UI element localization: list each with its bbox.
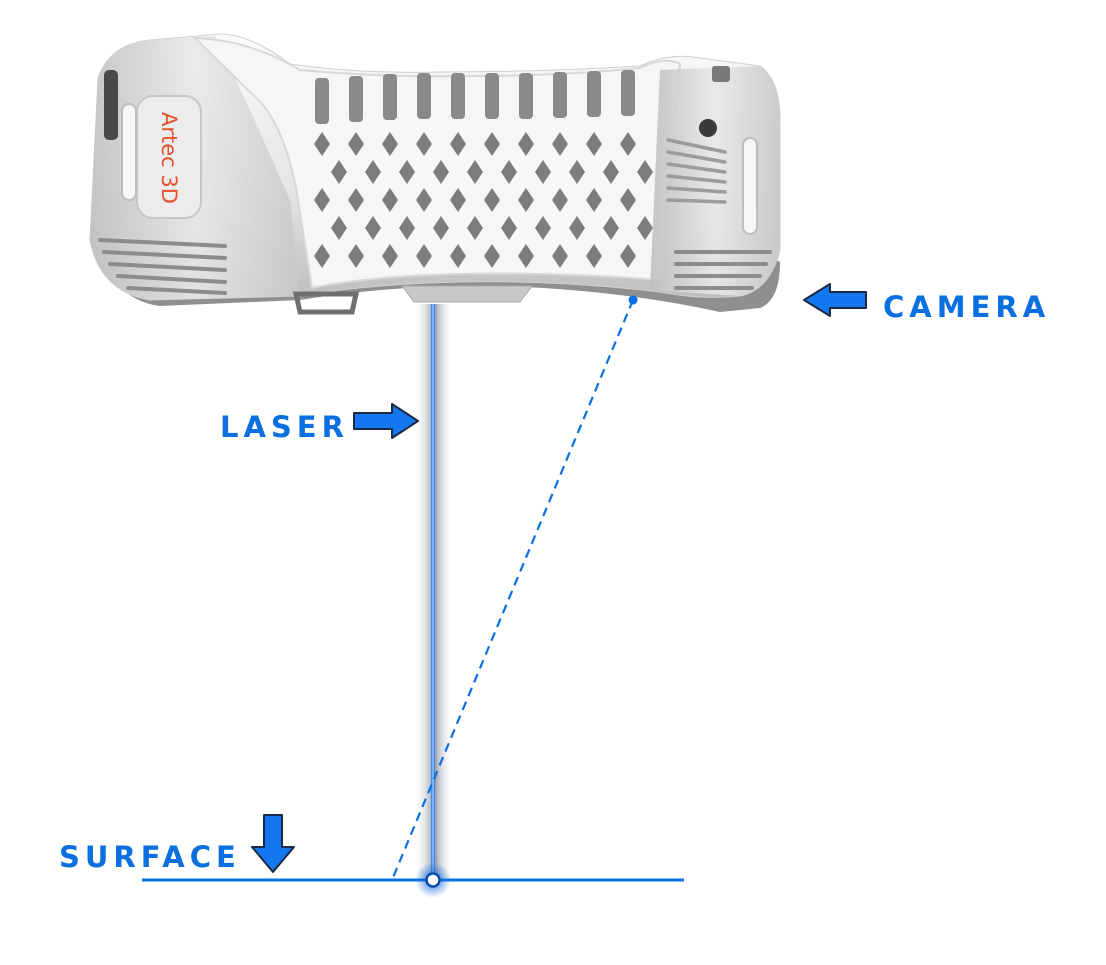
arrow-right-icon [353, 403, 419, 439]
lattice-hole [382, 244, 398, 268]
scanner-right-vents [674, 250, 772, 290]
lattice-hole [416, 132, 432, 156]
lattice-hole [416, 244, 432, 268]
brand-logo-text: Artec 3D [157, 112, 181, 204]
scanner-clip [292, 291, 360, 315]
lattice-hole [586, 132, 602, 156]
lattice-hole [399, 216, 415, 240]
lattice-hole [484, 132, 500, 156]
lattice-hole [603, 160, 619, 184]
lattice-hole [416, 188, 432, 212]
lattice-hole [314, 132, 330, 156]
lattice-hole [637, 216, 653, 240]
lattice-hole [501, 216, 517, 240]
lattice-hole [433, 160, 449, 184]
grip-top-slots [315, 70, 635, 124]
lattice-hole [518, 188, 534, 212]
lattice-hole [552, 132, 568, 156]
scanner-left-vents [98, 238, 227, 295]
lattice-hole [399, 160, 415, 184]
laser-beam [414, 304, 454, 878]
right-top-button [712, 66, 730, 82]
grip-lattice [314, 132, 653, 268]
lattice-hole [552, 244, 568, 268]
lattice-hole [637, 160, 653, 184]
lattice-hole [586, 244, 602, 268]
scanner-right-grille [666, 138, 727, 204]
lattice-hole [450, 244, 466, 268]
lattice-hole [569, 160, 585, 184]
lattice-hole [331, 216, 347, 240]
lattice-hole [484, 188, 500, 212]
lattice-hole [365, 160, 381, 184]
lattice-hole [348, 132, 364, 156]
lattice-hole [450, 188, 466, 212]
lattice-hole [433, 216, 449, 240]
lattice-hole [569, 216, 585, 240]
lattice-hole [467, 160, 483, 184]
lattice-hole [314, 244, 330, 268]
lattice-hole [382, 188, 398, 212]
scanner-front-lens [104, 70, 118, 140]
lattice-hole [365, 216, 381, 240]
lattice-hole [314, 188, 330, 212]
lattice-hole [331, 160, 347, 184]
lattice-hole [382, 132, 398, 156]
side-slot-left [121, 103, 137, 201]
lattice-hole [518, 132, 534, 156]
laser-spot [425, 872, 441, 888]
lattice-hole [620, 132, 636, 156]
lattice-hole [348, 188, 364, 212]
scanner-device: Artec 3D [89, 33, 781, 315]
lattice-hole [552, 188, 568, 212]
surface-label: SURFACE [59, 840, 241, 874]
lattice-hole [348, 244, 364, 268]
side-slot-right [742, 137, 758, 235]
lattice-hole [535, 160, 551, 184]
lattice-hole [620, 188, 636, 212]
lattice-hole [535, 216, 551, 240]
arrow-left-icon [803, 283, 867, 317]
lattice-hole [467, 216, 483, 240]
lattice-hole [620, 244, 636, 268]
status-led [699, 119, 717, 137]
lattice-hole [484, 244, 500, 268]
laser-label: LASER [220, 410, 349, 444]
camera-label: CAMERA [883, 290, 1050, 324]
lattice-hole [586, 188, 602, 212]
lattice-hole [518, 244, 534, 268]
laser-emitter [401, 285, 533, 303]
lattice-hole [450, 132, 466, 156]
lattice-hole [501, 160, 517, 184]
lattice-hole [603, 216, 619, 240]
arrow-down-icon [251, 814, 295, 873]
